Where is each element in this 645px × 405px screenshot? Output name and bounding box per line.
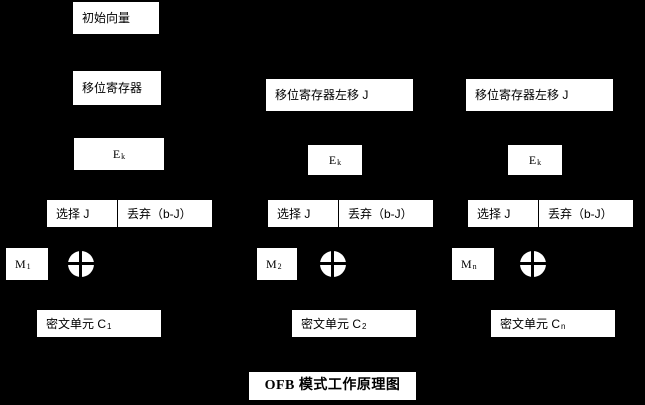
initial-vector-box: 初始向量	[73, 2, 159, 34]
ciphertext-label-1: 密文单元 C	[46, 316, 107, 331]
ciphertext-label-2: 密文单元 C	[301, 316, 362, 331]
xor-operator-icon-n	[520, 251, 546, 277]
select-box-n: 选择 J	[468, 200, 538, 227]
select-box-2: 选择 J	[268, 200, 338, 227]
ciphertext-index-sub-2: 2	[362, 321, 367, 331]
ciphertext-index-sub-n: n	[561, 321, 566, 331]
plaintext-label-1: M	[15, 257, 26, 271]
discard-box-n: 丢弃（b-J）	[539, 200, 633, 227]
shift-register-box-1: 移位寄存器	[73, 71, 161, 105]
plaintext-label-n: M	[461, 257, 472, 271]
plaintext-label-2: M	[266, 257, 277, 271]
shift-register-label-2: 移位寄存器左移 J	[275, 88, 369, 102]
discard-box-2: 丢弃（b-J）	[339, 200, 433, 227]
encrypt-key-sub-1: k	[121, 152, 126, 161]
shift-register-label-n: 移位寄存器左移 J	[475, 88, 569, 102]
plaintext-index-sub-2: 2	[277, 262, 282, 271]
discard-label-n: 丢弃（b-J）	[548, 206, 613, 221]
encrypt-key-sub-2: k	[337, 158, 342, 167]
discard-box-1: 丢弃（b-J）	[118, 200, 212, 227]
diagram-title: OFB 模式工作原理图	[249, 372, 416, 400]
ciphertext-index-sub-1: 1	[107, 321, 112, 331]
discard-label-2: 丢弃（b-J）	[348, 206, 413, 221]
xor-operator-icon-1	[68, 251, 94, 277]
encrypt-key-sub-n: k	[537, 158, 542, 167]
discard-label-1: 丢弃（b-J）	[127, 206, 192, 221]
select-label-2: 选择 J	[277, 206, 311, 221]
ciphertext-label-n: 密文单元 C	[500, 316, 561, 331]
plaintext-index-sub-1: 1	[26, 262, 31, 271]
initial-vector-label: 初始向量	[82, 11, 131, 25]
plaintext-index-sub-n: n	[472, 262, 477, 271]
select-label-1: 选择 J	[56, 206, 90, 221]
select-label-n: 选择 J	[477, 206, 511, 221]
xor-operator-icon-2	[320, 251, 346, 277]
encrypt-label-2: E	[328, 153, 337, 167]
shift-register-label-1: 移位寄存器	[82, 81, 143, 95]
select-box-1: 选择 J	[47, 200, 117, 227]
encrypt-label-n: E	[528, 153, 537, 167]
shift-register-box-2: 移位寄存器左移 J	[266, 79, 413, 111]
diagram-title-label: OFB 模式工作原理图	[264, 378, 401, 393]
encrypt-label-1: E	[112, 147, 121, 161]
shift-register-box-n: 移位寄存器左移 J	[466, 79, 613, 111]
